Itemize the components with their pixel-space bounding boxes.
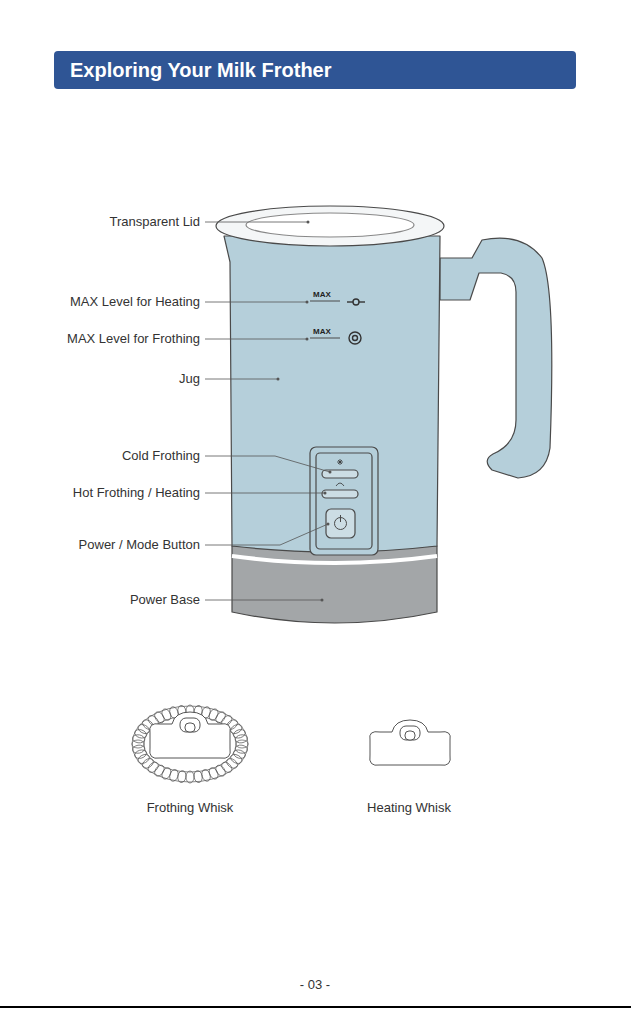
jug-drawing: [216, 206, 552, 623]
handle: [440, 238, 552, 478]
frothing-whisk-hub: [150, 712, 231, 758]
control-panel: [310, 447, 378, 555]
power-button: [326, 509, 355, 538]
part-label: Heating Whisk: [367, 800, 451, 816]
page-number: - 03 -: [300, 977, 330, 993]
part-label: MAX Level for Heating: [70, 294, 200, 310]
max-mark: MAX: [313, 290, 331, 299]
part-label: Frothing Whisk: [147, 800, 234, 816]
power-base: [232, 546, 437, 623]
part-label: Hot Frothing / Heating: [73, 485, 200, 501]
part-label: Power Base: [130, 592, 200, 608]
page-title: Exploring Your Milk Frother: [70, 58, 332, 82]
title-banner: [54, 51, 576, 89]
part-label: Power / Mode Button: [79, 537, 200, 553]
frothing-whisk: [132, 705, 248, 783]
page-rule: [0, 1006, 631, 1008]
leader-lines: [205, 222, 330, 600]
jug-body: [224, 236, 440, 552]
part-label: Cold Frothing: [122, 448, 200, 464]
heating-whisk: [370, 720, 451, 765]
transparent-lid: [216, 206, 444, 246]
part-label: MAX Level for Frothing: [67, 331, 200, 347]
part-label: Jug: [179, 371, 200, 387]
leader-dots: [277, 221, 332, 602]
part-label: Transparent Lid: [109, 214, 200, 230]
hot-indicator: [322, 490, 358, 498]
max-mark: MAX: [313, 327, 331, 336]
